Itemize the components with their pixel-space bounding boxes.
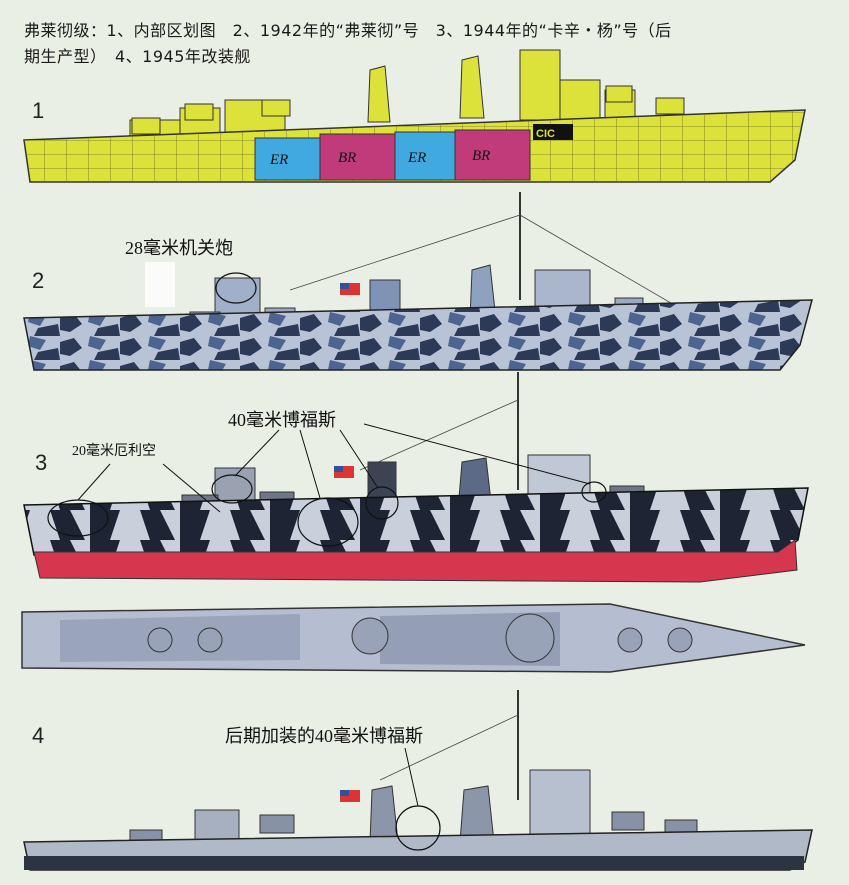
ship-3-plan-view <box>21 603 806 673</box>
label-28mm-autocannon: 28毫米机关炮 <box>125 238 233 258</box>
label-40mm-bofors: 40毫米博福斯 <box>228 410 336 430</box>
callout-circle-28mm <box>215 272 257 304</box>
compartment-er-2: ER <box>407 150 426 166</box>
label-late-40mm-bofors: 后期加装的40毫米博福斯 <box>225 726 423 746</box>
figure-number-3: 3 <box>35 450 48 475</box>
ship-3-cassin-young-1944 <box>23 372 809 583</box>
ship-1-internal-plan: ER BR ER BR CIC <box>23 49 806 183</box>
caption-line-2: 期生产型） 4、1945年改装舰 <box>24 47 251 66</box>
compartment-br-1: BR <box>338 150 356 166</box>
figure-caption: 弗莱彻级：1、内部区划图 2、1942年的“弗莱彻”号 3、1944年的“卡辛・… <box>24 18 824 70</box>
figure-number-4: 4 <box>32 723 45 748</box>
label-20mm-oerlikon: 20毫米厄利空 <box>72 444 156 459</box>
compartment-br-2: BR <box>472 148 490 164</box>
ship-4-1945-refit <box>23 690 813 871</box>
cic-label: CIC <box>536 128 555 140</box>
caption-line-1: 弗莱彻级：1、内部区划图 2、1942年的“弗莱彻”号 3、1944年的“卡辛・… <box>24 21 672 40</box>
ship-2-fletcher-1942 <box>23 192 813 371</box>
compartment-er-1: ER <box>269 152 288 168</box>
figure-number-2: 2 <box>32 268 45 293</box>
figure-number-1: 1 <box>32 98 45 123</box>
